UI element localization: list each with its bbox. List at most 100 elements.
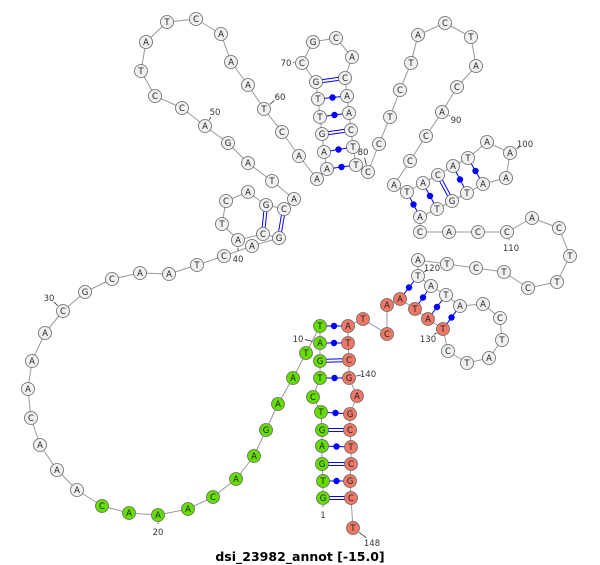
nucleotide-letter: C: [279, 128, 285, 138]
nucleotide-102: A: [476, 177, 490, 191]
nucleotide-circle: [256, 227, 270, 241]
nucleotide-circle: [221, 136, 235, 150]
nucleotide-circle: [70, 483, 84, 497]
nucleotide-circle: [404, 56, 418, 70]
nucleotide-letter: A: [137, 269, 143, 279]
nucleotide-letter: T: [439, 325, 446, 335]
nucleotide-100: A: [503, 146, 517, 160]
nucleotide-42: C: [219, 194, 233, 208]
nucleotide-circle: [265, 174, 279, 188]
nucleotide-58: A: [224, 55, 238, 69]
nucleotide-letter: T: [349, 143, 356, 153]
nucleotide-circle: [342, 371, 356, 385]
nucleotide-circle: [189, 12, 203, 26]
nucleotide-37: A: [245, 239, 259, 253]
nucleotide-circle: [361, 165, 375, 179]
nucleotide-73: A: [345, 50, 359, 64]
nucleotide-circle: [214, 27, 228, 41]
nucleotide-letter: T: [317, 408, 324, 418]
nucleotide-18: C: [206, 490, 220, 504]
nucleotide-141: A: [350, 389, 364, 403]
nucleotide-circle: [33, 438, 47, 452]
nucleotide-circle: [476, 177, 490, 191]
nucleotide-104: G: [445, 194, 459, 208]
nucleotide-circle: [315, 127, 329, 141]
nucleotide-letter: C: [417, 228, 423, 238]
nucleotide-106: A: [413, 210, 427, 224]
nucleotide-letter: A: [143, 38, 149, 48]
nucleotide-circle: [413, 225, 427, 239]
nucleotide-letter: A: [529, 214, 535, 224]
nucleotide-59: A: [241, 78, 255, 92]
pair-dot: [332, 409, 339, 417]
nucleotide-letter: T: [359, 315, 366, 325]
nucleotide-53: T: [134, 64, 148, 78]
nucleotide-69: G: [309, 75, 323, 89]
nucleotide-62: A: [292, 149, 306, 163]
gc-pair-line: [328, 131, 345, 136]
nucleotide-letter: A: [290, 374, 296, 384]
nucleotide-138: T: [341, 336, 355, 350]
nucleotide-circle: [393, 83, 407, 97]
nucleotide-24: A: [50, 463, 64, 477]
nucleotide-133: A: [393, 292, 407, 306]
nucleotide-letter: T: [463, 359, 470, 369]
nucleotide-letter: T: [163, 18, 170, 28]
position-label: 140: [360, 370, 376, 380]
nucleotide-147: C: [344, 491, 358, 505]
gc-pair-line: [322, 76, 339, 81]
nucleotide-80: C: [361, 165, 375, 179]
nucleotide-letter: T: [433, 205, 440, 215]
nucleotide-39: C: [256, 227, 270, 241]
nucleotide-134: A: [380, 298, 394, 312]
nucleotide-122: T: [439, 288, 453, 302]
nucleotide-61: C: [275, 125, 289, 139]
structure-title: dsi_23982_annot [-15.0]: [215, 549, 385, 564]
nucleotide-letter: T: [316, 322, 323, 332]
nucleotide-letter: A: [275, 400, 281, 410]
nucleotide-13: A: [286, 371, 300, 385]
nucleotide-letter: A: [29, 357, 35, 367]
nucleotide-circle: [430, 202, 444, 216]
nucleotide-22: C: [95, 499, 109, 513]
nucleotide-letter: A: [346, 109, 352, 119]
nucleotide-letter: T: [403, 188, 410, 198]
nucleotide-circle: [419, 129, 433, 143]
nucleotide-letter: T: [498, 336, 505, 346]
nucleotide-50: A: [198, 119, 212, 133]
nucleotide-letter: A: [314, 175, 320, 185]
nucleotide-48: A: [241, 156, 255, 170]
nucleotide-circle: [350, 389, 364, 403]
nucleotide-letter: A: [354, 392, 360, 402]
nucleotide-142: G: [343, 407, 357, 421]
nucleotide-circle: [445, 194, 459, 208]
nucleotide-letter: A: [425, 315, 431, 325]
nucleotide-letter: T: [386, 113, 393, 123]
gc-pair-line: [328, 128, 345, 133]
nucleotide-circle: [393, 292, 407, 306]
nucleotide-letter: A: [155, 511, 161, 521]
nucleotide-circle: [343, 407, 357, 421]
position-label: 148: [364, 539, 380, 549]
nucleotide-78: T: [346, 140, 360, 154]
nucleotide-circle: [503, 146, 517, 160]
nucleotide-36: C: [217, 249, 231, 263]
base-pair-layer: [261, 76, 481, 500]
nucleotide-circle: [411, 253, 425, 267]
nucleotide-letter: C: [348, 126, 354, 136]
nucleotide-letter: A: [296, 152, 302, 162]
nucleotide-letter: C: [407, 157, 413, 167]
position-tick: [208, 116, 212, 120]
nucleotide-circle: [442, 225, 456, 239]
nucleotide-circle: [162, 267, 176, 281]
nucleotide-136: T: [356, 312, 370, 326]
nucleotide-letter: A: [245, 159, 251, 169]
nucleotide-112: C: [552, 221, 566, 235]
nucleotide-letter: G: [320, 494, 327, 504]
nucleotide-circle: [259, 198, 273, 212]
nucleotide-circle: [521, 281, 535, 295]
nucleotide-letter: G: [347, 410, 354, 420]
nucleotide-44: G: [259, 198, 273, 212]
nucleotide-88: A: [469, 59, 483, 73]
nucleotide-125: C: [493, 311, 507, 325]
